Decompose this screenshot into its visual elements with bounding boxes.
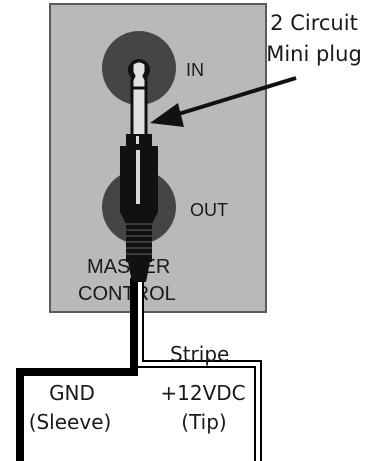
tip-sub-label: (Tip) [181, 410, 226, 434]
plug-body-highlight [136, 150, 140, 204]
callout-line1: 2 Circuit [270, 11, 358, 35]
plug-collar-highlight [136, 136, 139, 144]
callout-arrow-head [150, 103, 184, 127]
plug-tip [130, 59, 148, 138]
gnd-label: GND [49, 381, 95, 405]
gnd-wire [16, 278, 138, 461]
stripe-wire [138, 278, 260, 461]
jack-out-label: OUT [190, 200, 228, 220]
plug-strain-relief [128, 262, 150, 282]
gnd-sub-label: (Sleeve) [29, 410, 112, 434]
plug-ridges [126, 223, 152, 255]
callout-line2: Mini plug [266, 42, 362, 66]
callout-arrow-line [171, 76, 297, 118]
jack-in-label: IN [186, 60, 204, 80]
panel-caption-line2: CONTROL [78, 283, 176, 305]
tip-label: +12VDC [160, 381, 245, 405]
stripe-label: Stripe [170, 342, 229, 366]
